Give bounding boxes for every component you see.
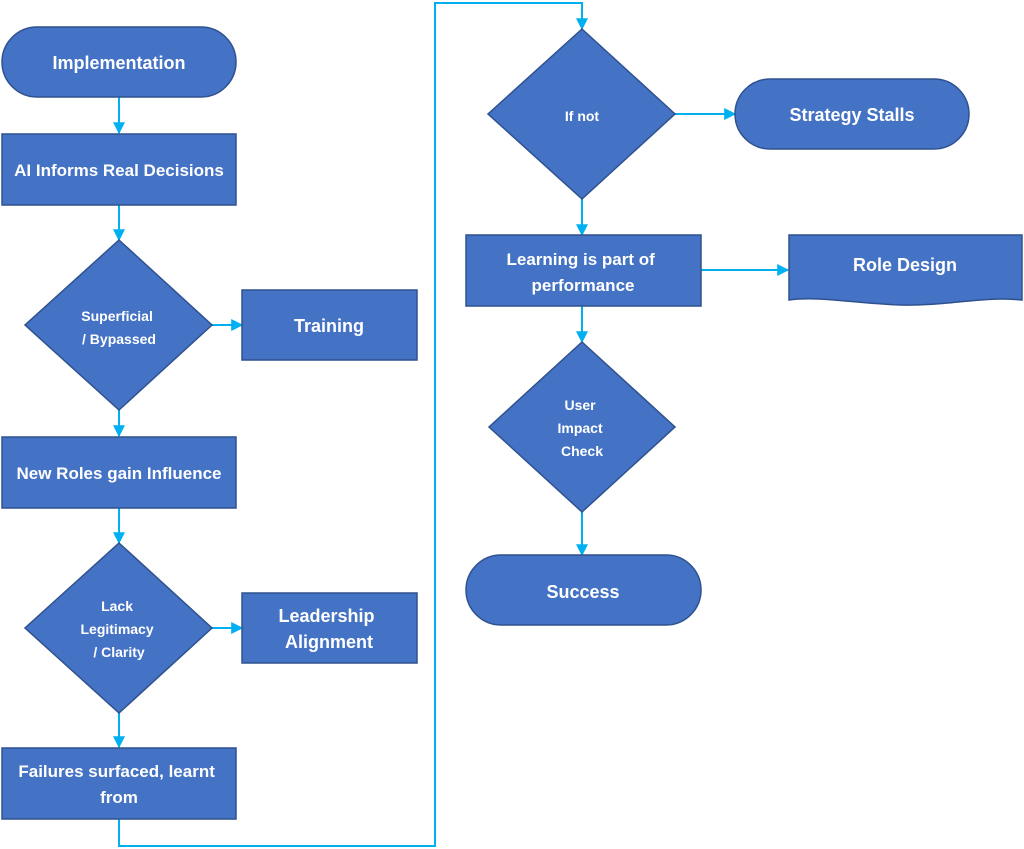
label-user-impact: User Impact Check	[557, 397, 606, 459]
decision-lack-legitimacy[interactable]	[23, 541, 214, 715]
label-superficial: Superficial / Bypassed	[81, 308, 156, 347]
label-ai-informs: AI Informs Real Decisions	[14, 161, 224, 180]
process-leadership[interactable]	[241, 592, 418, 664]
decision-user-impact[interactable]	[487, 340, 677, 514]
process-failures[interactable]	[1, 747, 237, 820]
connector-failures-to-if-not	[118, 2, 588, 847]
process-ai-informs[interactable]	[1, 133, 237, 206]
label-if-not: If not	[565, 108, 600, 124]
shapes	[1, 26, 1023, 820]
connectors	[113, 2, 790, 847]
label-learning: Learning is part of performance	[506, 250, 659, 295]
decision-if-not[interactable]	[486, 27, 677, 201]
process-learning[interactable]	[465, 234, 702, 307]
label-role-design: Role Design	[853, 255, 957, 275]
process-new-roles[interactable]	[1, 436, 237, 509]
label-lack-legitimacy: Lack Legitimacy / Clarity	[80, 598, 157, 660]
label-strategy-stalls: Strategy Stalls	[789, 105, 914, 125]
label-failures: Failures surfaced, learnt from	[18, 762, 219, 807]
label-training: Training	[294, 316, 364, 336]
document-role-design[interactable]	[788, 234, 1023, 306]
terminator-strategy-stalls[interactable]	[734, 78, 970, 150]
process-training[interactable]	[241, 289, 418, 361]
label-implementation: Implementation	[52, 53, 185, 73]
terminator-implementation[interactable]	[1, 26, 237, 98]
label-success: Success	[546, 582, 619, 602]
terminator-success[interactable]	[465, 554, 702, 626]
decision-superficial[interactable]	[23, 238, 214, 412]
label-leadership: Leadership Alignment	[278, 606, 379, 652]
label-new-roles: New Roles gain Influence	[17, 464, 222, 483]
labels: Implementation AI Informs Real Decisions…	[14, 53, 957, 807]
